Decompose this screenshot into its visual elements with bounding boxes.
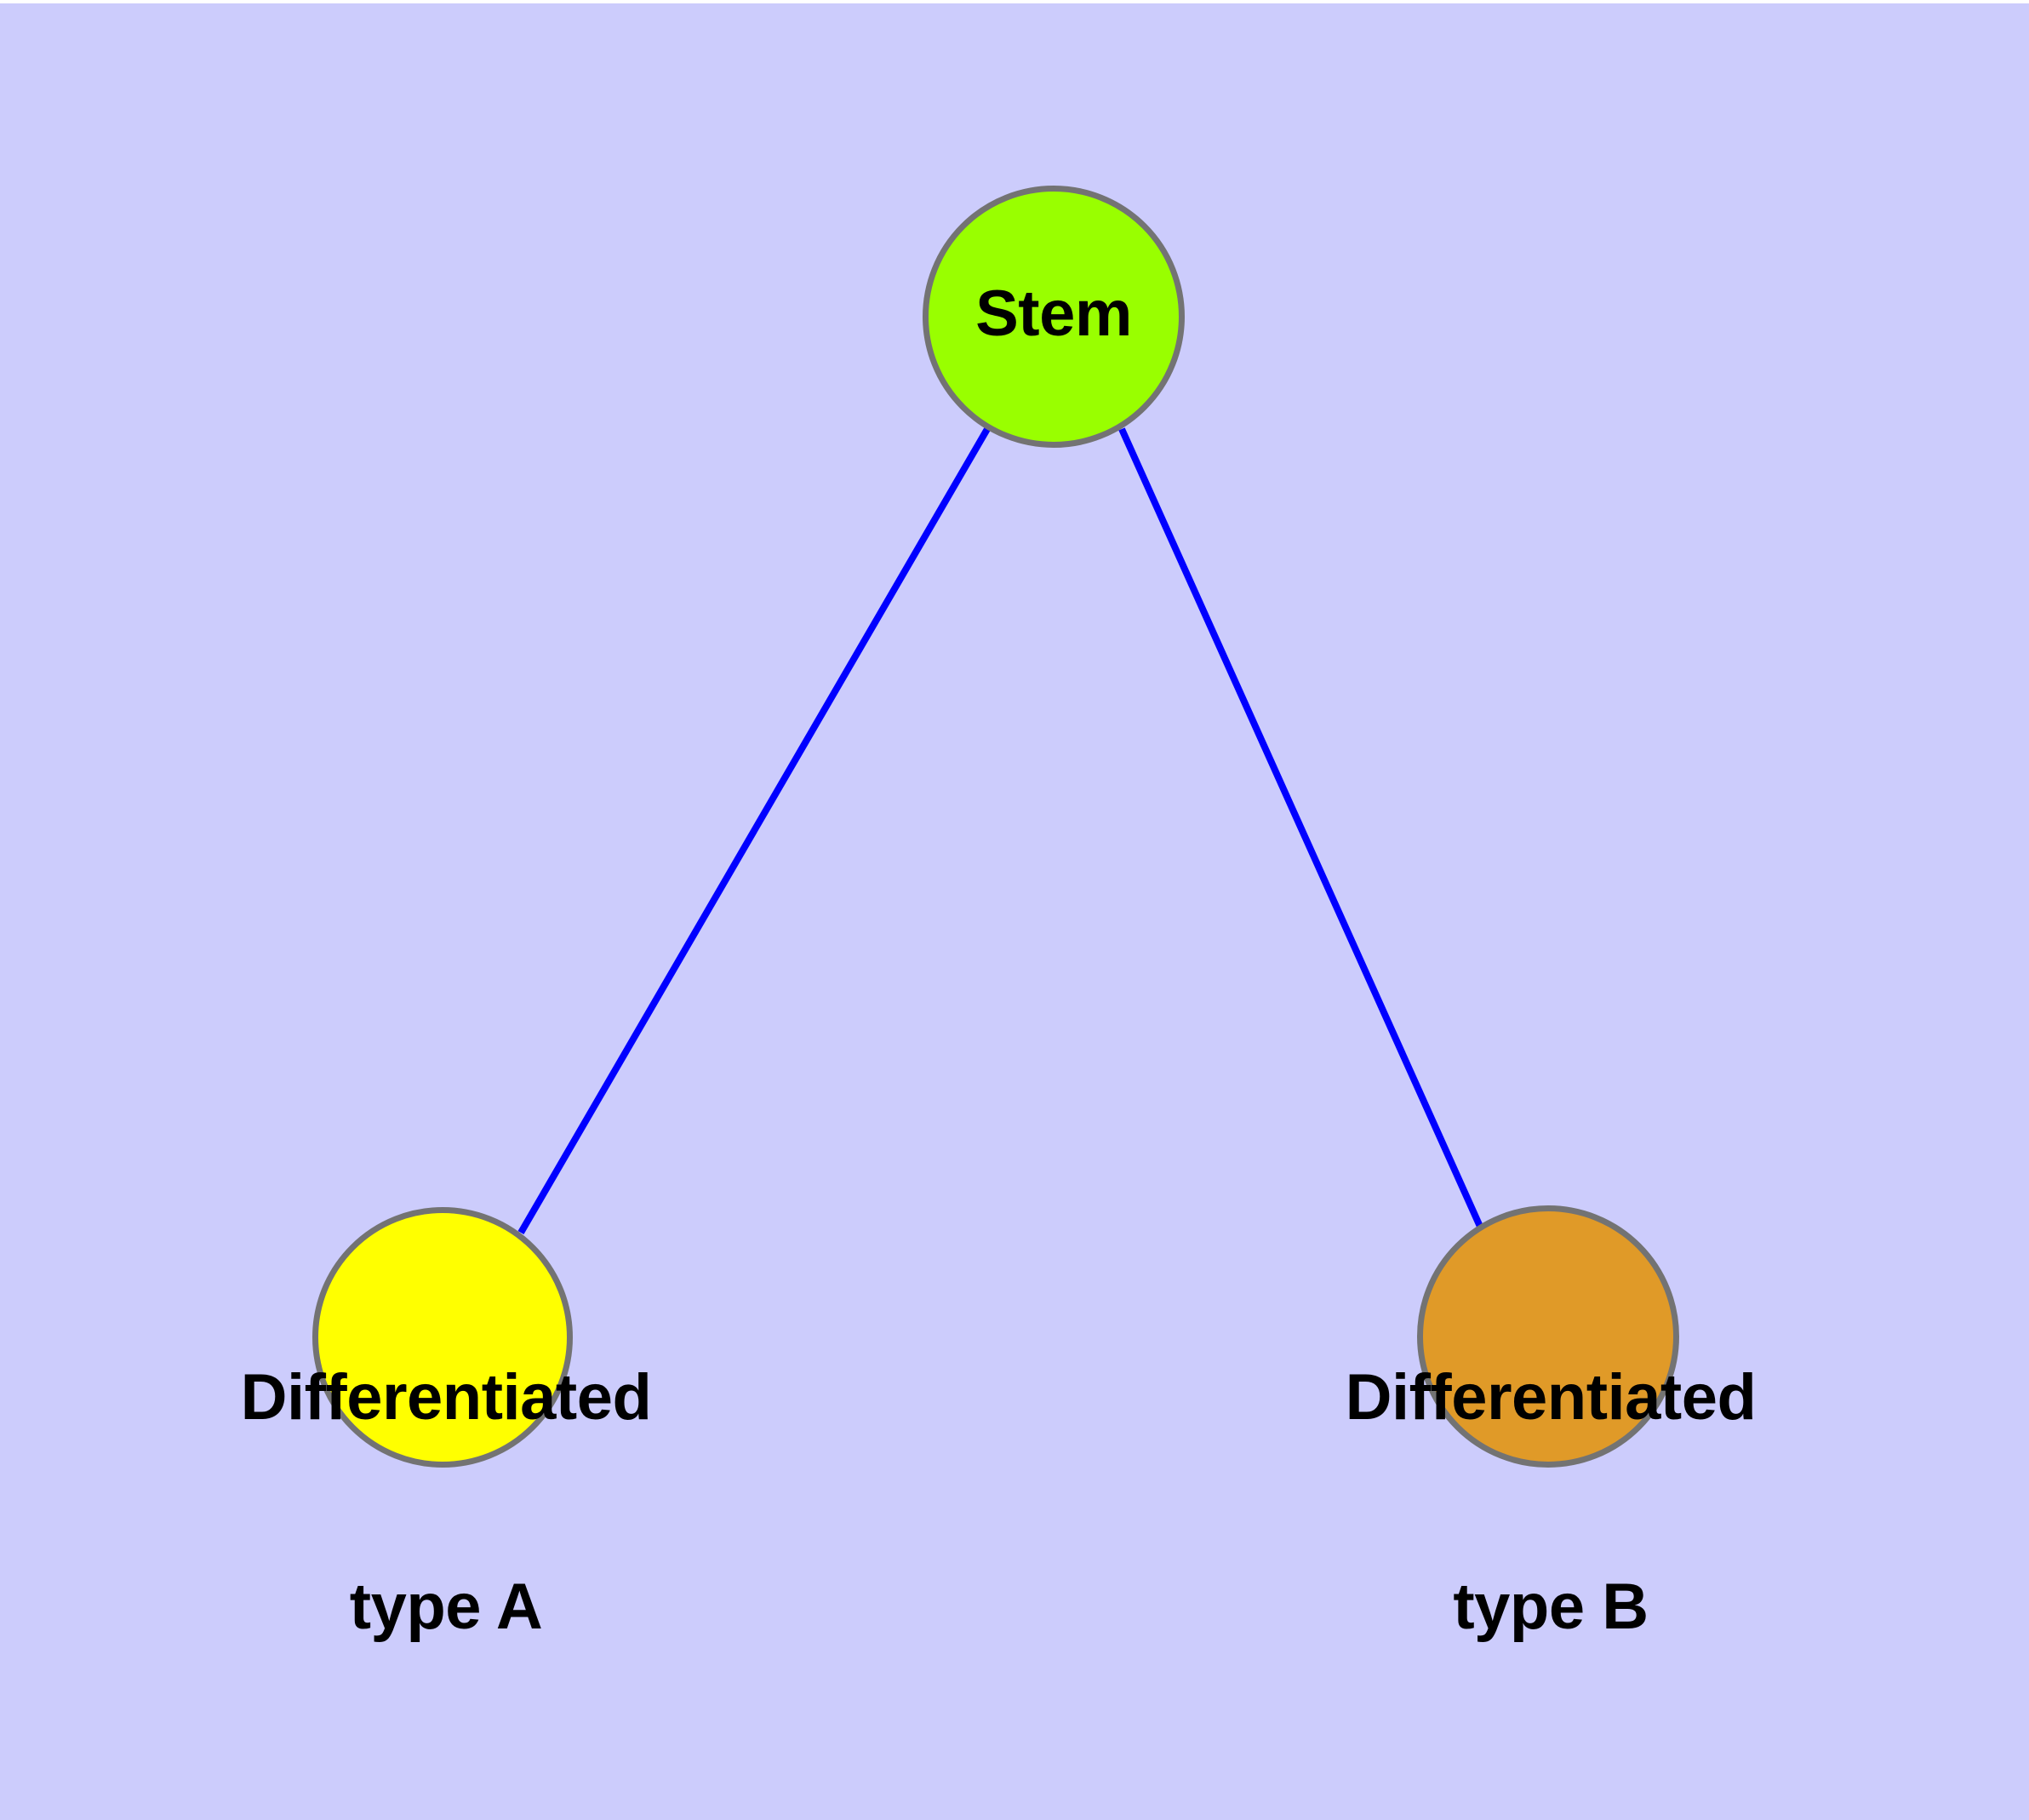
node-label-line-2: type B [1453,1571,1649,1644]
node-label-line-2: type A [349,1571,543,1644]
node-differentiated-type-a[interactable] [312,1207,573,1468]
node-differentiated-type-b[interactable] [1417,1205,1679,1468]
node-label-differentiated-type-b: Differentiated type B [1168,1223,1934,1783]
node-label-line-1: Differentiated [240,1361,652,1434]
node-label-line-1: Differentiated [1345,1361,1757,1434]
node-label-stem: Stem [975,278,1132,350]
node-stem[interactable] [923,186,1185,448]
node-label-differentiated-type-a: Differentiated type A [63,1223,829,1783]
